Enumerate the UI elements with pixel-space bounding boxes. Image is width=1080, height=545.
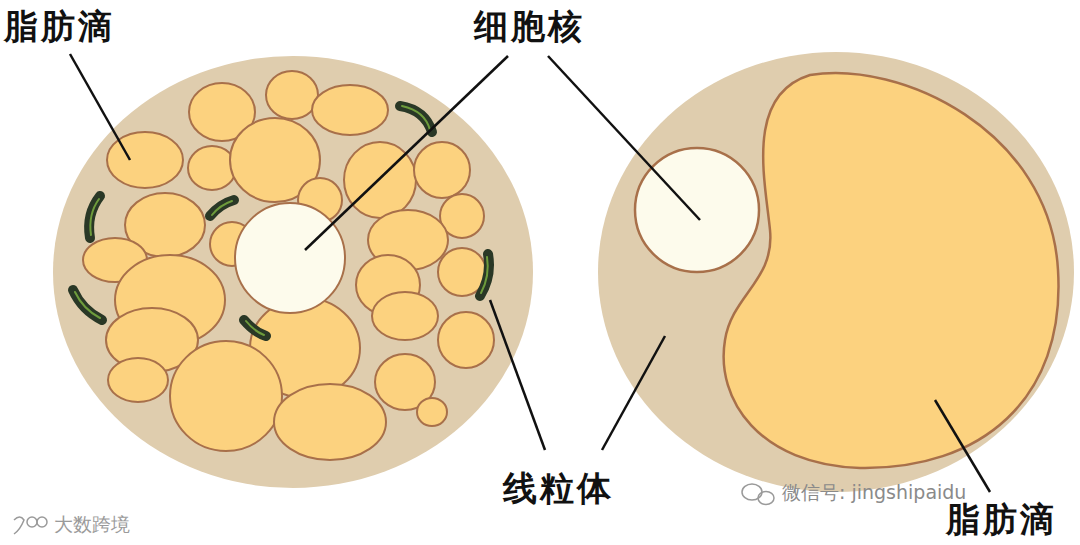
- fat-droplet-label: 脂肪滴: [946, 497, 1057, 543]
- nucleus-label: 细胞核: [474, 4, 585, 50]
- mitochondria: [73, 106, 690, 346]
- nucleus: [635, 148, 759, 272]
- large-fat-droplet: [724, 73, 1059, 468]
- mitochondria-label: 线粒体: [503, 466, 614, 512]
- fat-droplet-label: 脂肪滴: [4, 4, 115, 50]
- watermark: 大数跨境: [54, 512, 130, 538]
- unilocular-cell: [598, 52, 1074, 492]
- multilocular-cell: [53, 56, 533, 488]
- watermark: 微信号: jingshipaidu: [782, 480, 966, 506]
- leader-lines: [70, 54, 990, 492]
- nucleus: [235, 203, 345, 313]
